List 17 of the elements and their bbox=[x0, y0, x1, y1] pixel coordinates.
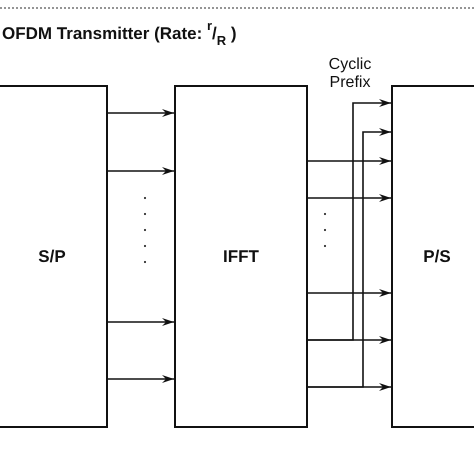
block-label: IFFT bbox=[223, 246, 259, 266]
block-label: S/P bbox=[38, 246, 66, 266]
arrow bbox=[108, 318, 174, 326]
arrow bbox=[308, 99, 391, 341]
arrow bbox=[308, 157, 391, 165]
process-box bbox=[391, 85, 474, 428]
arrow bbox=[108, 109, 174, 117]
diagram-title: OFDM Transmitter (Rate: $^{r}$/$_{R}$ ) bbox=[2, 18, 237, 48]
arrow bbox=[108, 167, 174, 175]
arrow bbox=[108, 375, 174, 383]
arrow bbox=[308, 128, 391, 388]
block-label: P/S bbox=[423, 246, 451, 266]
arrow bbox=[308, 194, 391, 202]
process-box bbox=[174, 85, 308, 428]
annotation-text: Cyclic Prefix bbox=[328, 56, 372, 93]
arrow bbox=[308, 289, 391, 297]
process-box bbox=[0, 85, 108, 428]
